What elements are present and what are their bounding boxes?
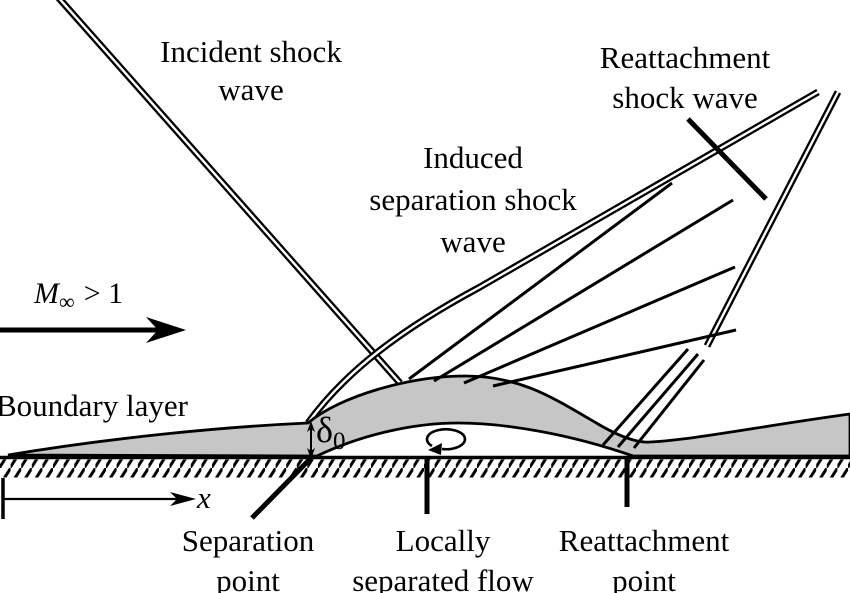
incident-shock-label: Incident shock wave <box>101 33 401 109</box>
delta0-arrow <box>307 421 315 459</box>
delta0-label: δ0 <box>316 412 345 460</box>
recirculation-arrow <box>425 427 467 455</box>
reattachment-point-label-line2: point <box>612 563 676 593</box>
x-axis-label: x <box>197 480 211 515</box>
reattachment-point-label: Reattachment point <box>494 521 794 593</box>
reattachment-point-label-line1: Reattachment <box>558 523 730 558</box>
separation-point-pointer <box>250 456 313 520</box>
locally-separated-label-line2: separated flow <box>352 563 534 593</box>
induced-shock-label-line1: Induced <box>423 140 523 175</box>
mach-number-label: M∞ > 1 <box>34 274 123 322</box>
separation-point-label-line1: Separation <box>181 523 315 558</box>
induced-shock-label-line3: wave <box>440 224 506 259</box>
induced-shock-label: Induced separation shock wave <box>323 137 623 263</box>
incident-shock-label-line1: Incident shock <box>160 34 342 69</box>
reattachment-compression-lines <box>601 348 706 449</box>
reattachment-label-pointer <box>686 117 768 201</box>
x-axis <box>1 478 196 519</box>
reattachment-shock-label-line2: shock wave <box>612 80 758 115</box>
reattachment-shock-line <box>703 90 842 348</box>
reattachment-shock-label: Reattachment shock wave <box>535 38 835 118</box>
locally-separated-label-line1: Locally <box>395 523 491 558</box>
reattachment-shock-label-line1: Reattachment <box>599 40 771 75</box>
incident-shock-line <box>55 0 403 386</box>
separation-shock-line <box>305 88 820 426</box>
mach-comparison: > 1 <box>83 277 124 310</box>
delta-subscript: 0 <box>332 428 346 455</box>
incident-shock-label-line2: wave <box>218 72 284 107</box>
freestream-arrow <box>0 317 186 343</box>
locally-separated-label: Locally separated flow <box>293 521 593 593</box>
boundary-layer-label: Boundary layer <box>0 388 188 423</box>
separation-point-label: Separation point <box>98 521 398 593</box>
boundary-layer-region <box>7 374 850 458</box>
mach-symbol: M <box>34 277 59 310</box>
separation-point-label-line2: point <box>216 563 280 593</box>
delta-symbol: δ <box>316 410 333 450</box>
expansion-fan-lines <box>408 181 737 388</box>
mach-subscript: ∞ <box>59 289 75 314</box>
induced-shock-label-line2: separation shock <box>369 182 577 217</box>
